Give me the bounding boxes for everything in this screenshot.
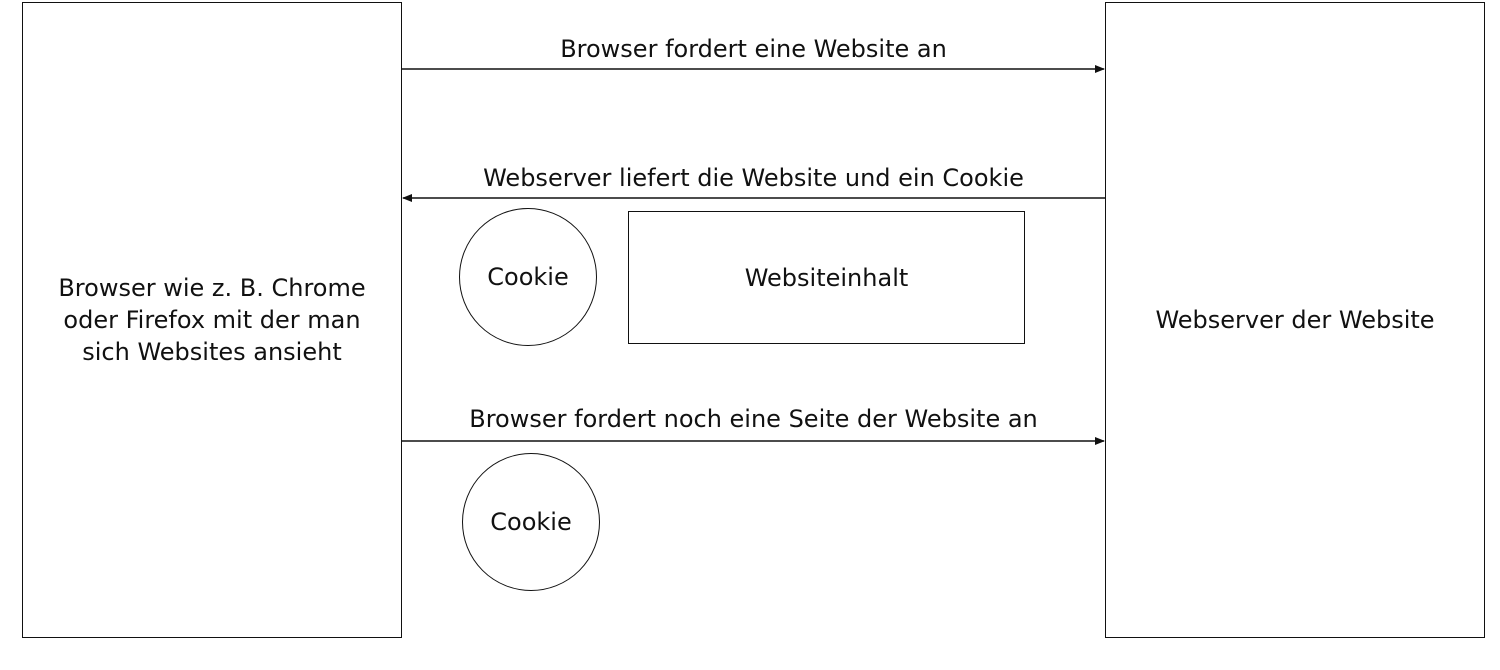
browser-box: Browser wie z. B. Chrome oder Firefox mi… [22,2,402,638]
request-arrow-label: Browser fordert eine Website an [560,35,947,63]
cookie-circle-request: Cookie [462,453,600,591]
cookie-circle-response: Cookie [459,208,597,346]
second-request-arrow-label: Browser fordert noch eine Seite der Webs… [469,405,1038,433]
browser-label: Browser wie z. B. Chrome oder Firefox mi… [58,274,366,366]
cookie-label-response: Cookie [487,263,569,291]
server-label: Webserver der Website [1155,306,1435,334]
website-content-label: Websiteinhalt [744,264,909,292]
website-content-box: Websiteinhalt [628,211,1025,344]
cookie-label-request: Cookie [490,508,572,536]
response-arrow-label: Webserver liefert die Website und ein Co… [483,164,1024,192]
server-box: Webserver der Website [1105,2,1485,638]
